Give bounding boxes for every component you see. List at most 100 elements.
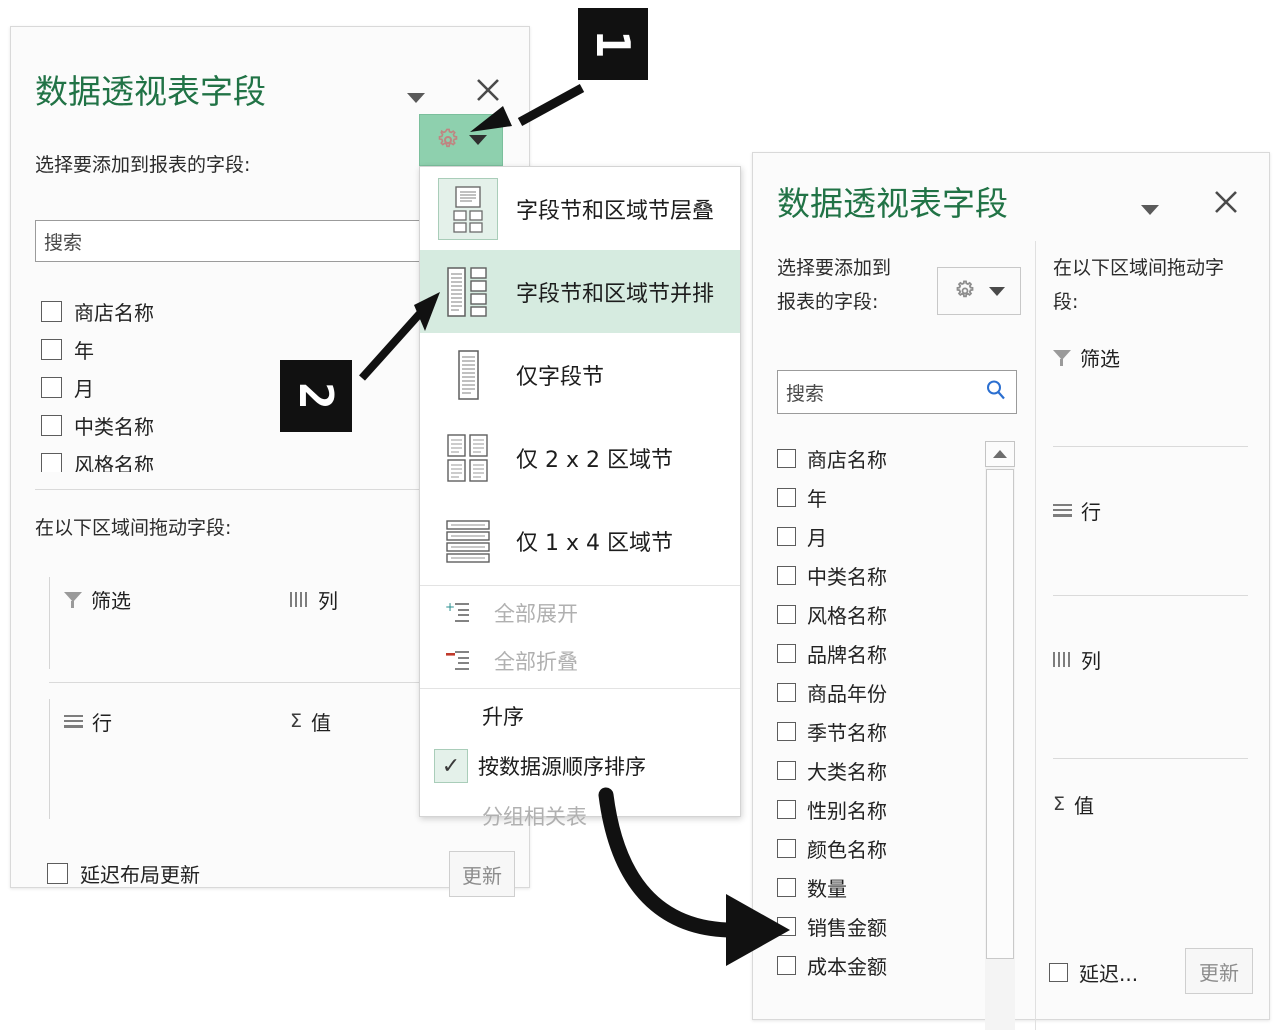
field-checkbox[interactable] <box>777 605 796 624</box>
field-checkbox[interactable] <box>777 566 796 585</box>
left-defer-layout-row[interactable]: 延迟布局更新 <box>47 859 200 888</box>
list-item[interactable]: 年 <box>41 330 471 368</box>
field-checkbox[interactable] <box>777 878 796 897</box>
list-item[interactable]: 大类名称 <box>777 751 1007 790</box>
scrollbar-up-button[interactable] <box>985 441 1015 467</box>
left-area-row-box[interactable]: 行 Σ 值 <box>49 699 505 819</box>
list-item[interactable]: 中类名称 <box>41 406 471 444</box>
field-checkbox[interactable] <box>777 488 796 507</box>
list-item[interactable]: 商品年份 <box>777 673 1007 712</box>
list-item[interactable]: 季节名称 <box>777 712 1007 751</box>
list-item[interactable]: 颜色名称 <box>777 829 1007 868</box>
field-checkbox[interactable] <box>41 414 62 436</box>
right-area-filter-box[interactable]: 筛选 <box>1053 343 1248 448</box>
left-area-column-header: 列 <box>290 585 338 614</box>
field-checkbox[interactable] <box>41 376 62 398</box>
menu-item-label: 字段节和区域节层叠 <box>516 198 715 224</box>
menu-item-group-related-tables[interactable]: 分组相关表 <box>420 792 740 840</box>
left-field-list[interactable]: 商店名称 年 月 中类名称 风格名称 <box>41 292 471 472</box>
scrollbar-thumb[interactable] <box>986 469 1014 959</box>
right-panel-collapse-button[interactable] <box>1141 205 1159 215</box>
left-update-button[interactable]: 更新 <box>449 851 515 897</box>
right-panel-title: 数据透视表字段 <box>777 184 1008 223</box>
list-item[interactable]: 年 <box>777 478 1007 517</box>
right-tools-chevron-down-icon <box>989 286 1005 296</box>
defer-layout-checkbox[interactable] <box>1049 963 1068 982</box>
field-checkbox[interactable] <box>777 449 796 468</box>
left-select-fields-label: 选择要添加到报表的字段: <box>35 154 251 176</box>
field-checkbox[interactable] <box>41 452 62 472</box>
list-item[interactable]: 月 <box>41 368 471 406</box>
layout-options-menu[interactable]: 字段节和区域节层叠 字段节和区域节并排 <box>419 166 741 829</box>
defer-layout-checkbox[interactable] <box>47 863 68 884</box>
right-area-column-header: 列 <box>1053 645 1248 674</box>
field-label: 颜色名称 <box>807 838 887 862</box>
list-item[interactable]: 商店名称 <box>41 292 471 330</box>
close-icon <box>477 79 499 101</box>
rows-icon <box>64 714 83 729</box>
annotation-badge-2: 2 <box>280 360 352 432</box>
right-field-list-scrollbar[interactable] <box>985 441 1015 1030</box>
right-defer-layout-row[interactable]: 延迟... <box>1049 958 1138 987</box>
list-item[interactable]: 销售金额 <box>777 907 1007 946</box>
area-label: 筛选 <box>91 589 131 613</box>
field-checkbox[interactable] <box>777 527 796 546</box>
menu-item-label: 按数据源顺序排序 <box>478 755 646 779</box>
menu-item-label: 仅 1 x 4 区域节 <box>516 530 673 556</box>
list-item[interactable]: 商店名称 <box>777 439 1007 478</box>
field-checkbox[interactable] <box>41 338 62 360</box>
right-area-value-box[interactable]: Σ 值 <box>1053 790 1248 895</box>
field-checkbox[interactable] <box>777 644 796 663</box>
menu-item-expand-all[interactable]: + 全部展开 <box>420 589 740 637</box>
field-label: 成本金额 <box>807 955 887 979</box>
menu-separator <box>420 585 740 586</box>
menu-item-layout-2x2[interactable]: 仅 2 x 2 区域节 <box>420 416 740 499</box>
list-item[interactable]: 风格名称 <box>777 595 1007 634</box>
left-panel-collapse-button[interactable] <box>407 93 425 103</box>
menu-item-layout-stacked[interactable]: 字段节和区域节层叠 <box>420 167 740 250</box>
list-item[interactable]: 成本金额 <box>777 946 1007 984</box>
list-item[interactable]: 性别名称 <box>777 790 1007 829</box>
list-item[interactable]: 数量 <box>777 868 1007 907</box>
left-area-value-header: Σ 值 <box>290 707 331 736</box>
menu-item-collapse-all[interactable]: 全部折叠 <box>420 637 740 685</box>
right-panel-close-button[interactable] <box>1211 187 1241 221</box>
field-checkbox[interactable] <box>777 761 796 780</box>
list-item[interactable]: 中类名称 <box>777 556 1007 595</box>
field-label: 中类名称 <box>807 565 887 589</box>
left-panel-close-button[interactable] <box>473 75 503 111</box>
field-checkbox[interactable] <box>777 683 796 702</box>
menu-item-layout-fields-only[interactable]: 仅字段节 <box>420 333 740 416</box>
left-panel-divider <box>35 489 505 490</box>
columns-icon <box>290 592 309 607</box>
chevron-down-icon <box>407 93 425 103</box>
field-checkbox[interactable] <box>41 300 62 322</box>
layout-fields-only-icon <box>438 344 498 406</box>
right-area-filter-header: 筛选 <box>1053 343 1248 372</box>
field-label: 风格名称 <box>74 452 154 473</box>
field-label: 大类名称 <box>807 760 887 784</box>
left-area-filter-box[interactable]: 筛选 列 <box>49 577 505 669</box>
field-label: 年 <box>807 487 827 511</box>
field-label: 商店名称 <box>74 300 154 325</box>
field-checkbox[interactable] <box>777 722 796 741</box>
field-checkbox[interactable] <box>777 917 796 936</box>
menu-item-layout-sidebyside[interactable]: 字段节和区域节并排 <box>420 250 740 333</box>
left-tools-chevron-down-icon <box>469 135 487 145</box>
field-checkbox[interactable] <box>777 956 796 975</box>
left-tools-button[interactable] <box>419 114 503 166</box>
list-item[interactable]: 品牌名称 <box>777 634 1007 673</box>
right-area-row-box[interactable]: 行 <box>1053 496 1248 601</box>
field-checkbox[interactable] <box>777 839 796 858</box>
menu-item-sort-ascending[interactable]: 升序 <box>420 692 740 740</box>
right-field-list[interactable]: 商店名称 年 月 中类名称 风格名称 品牌名称 <box>777 439 1007 984</box>
list-item[interactable]: 月 <box>777 517 1007 556</box>
menu-item-layout-1x4[interactable]: 仅 1 x 4 区域节 <box>420 499 740 582</box>
right-tools-button[interactable] <box>937 267 1021 315</box>
right-search-input[interactable]: 搜索 <box>777 370 1017 414</box>
menu-item-sort-datasource[interactable]: ✓ 按数据源顺序排序 <box>420 740 740 792</box>
field-checkbox[interactable] <box>777 800 796 819</box>
list-item[interactable]: 风格名称 <box>41 444 471 472</box>
right-update-button[interactable]: 更新 <box>1185 948 1253 994</box>
right-area-column-box[interactable]: 列 <box>1053 645 1248 750</box>
